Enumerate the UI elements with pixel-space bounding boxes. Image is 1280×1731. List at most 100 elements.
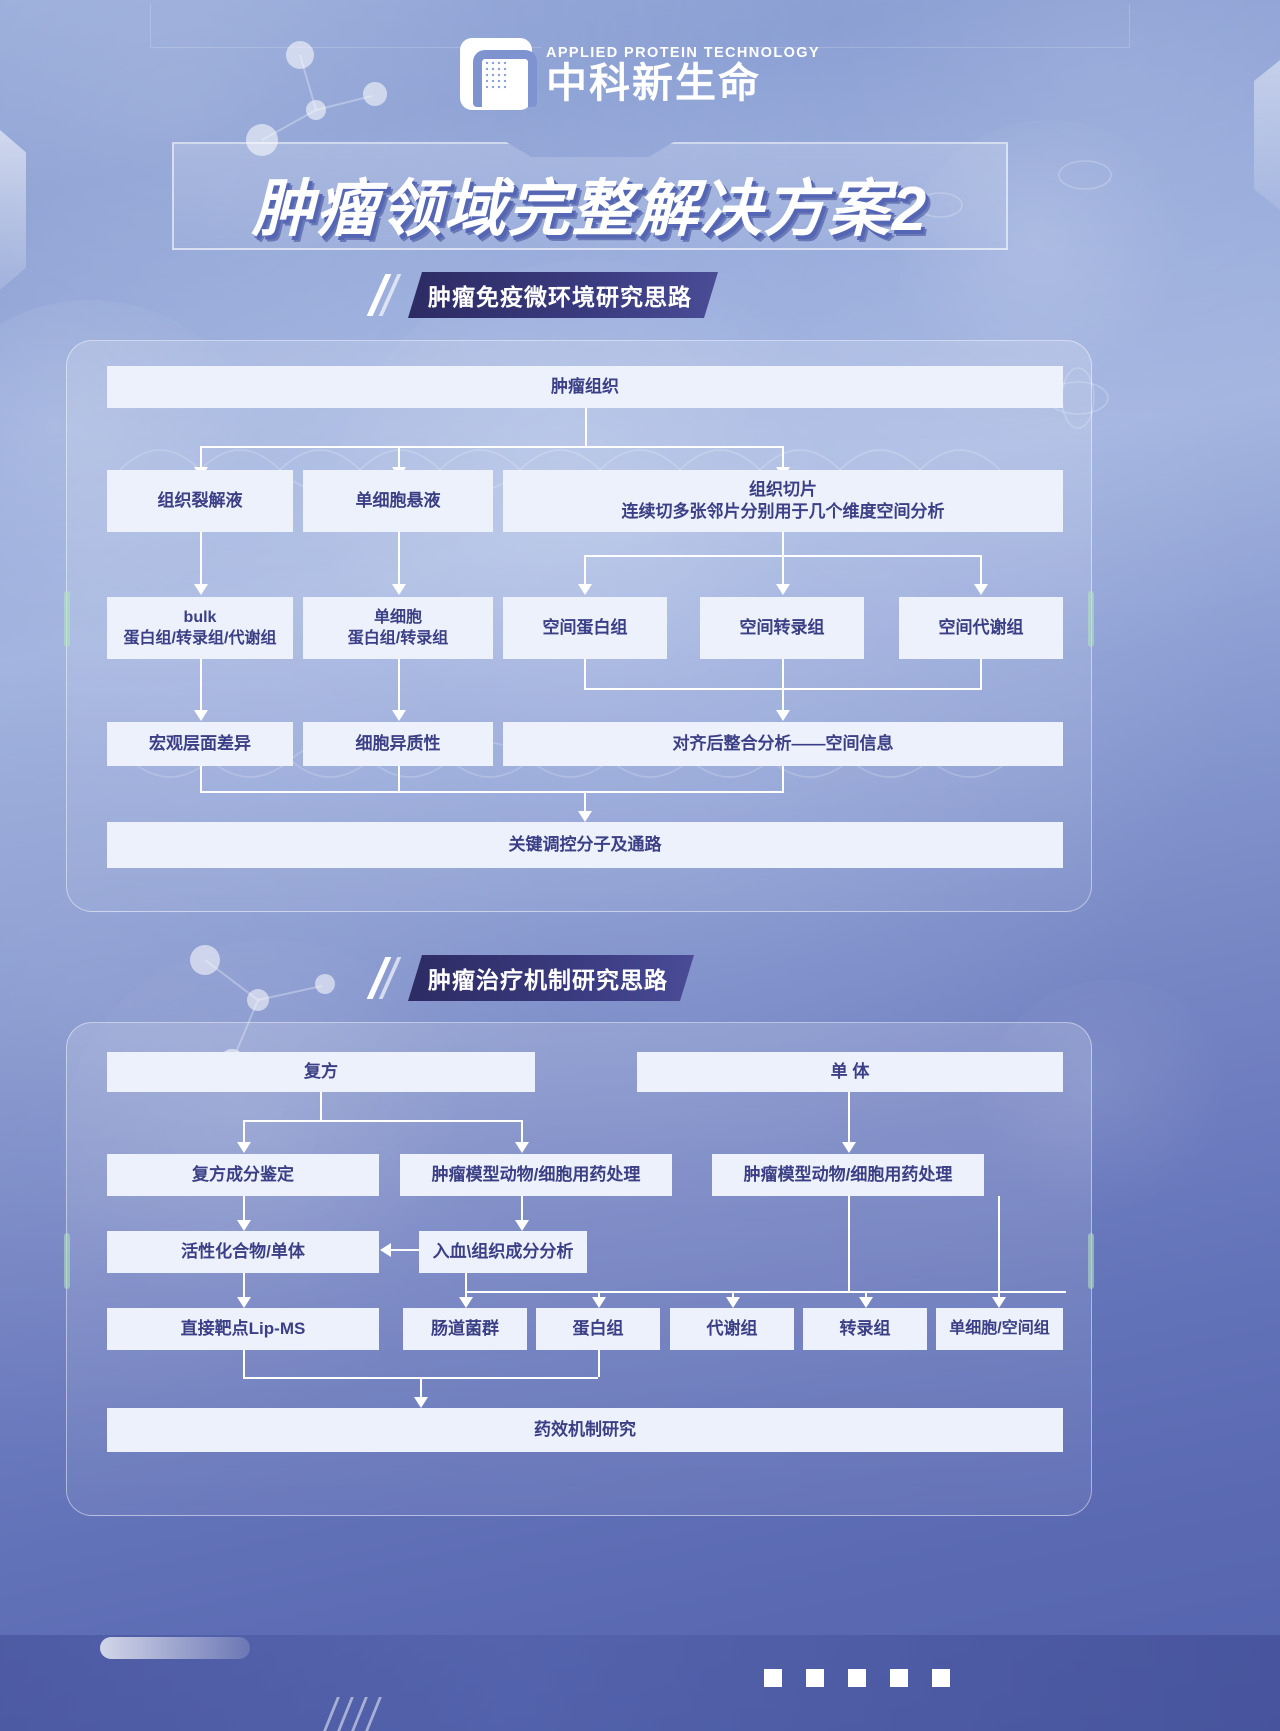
flow-box-key-pathways: 关键调控分子及通路 — [107, 822, 1063, 868]
flow-box-proteome: 蛋白组 — [536, 1308, 660, 1350]
connector — [465, 1291, 467, 1299]
connector — [848, 1092, 850, 1144]
flow-box-label: 单细胞悬液 — [355, 490, 441, 510]
flow-box-drug-mechanism: 药效机制研究 — [107, 1408, 1063, 1452]
flow-box-label: 空间转录组 — [739, 617, 825, 637]
arrow-down-icon — [194, 710, 208, 721]
dot — [890, 1669, 908, 1687]
section-header-1-label: 肿瘤免疫微环境研究思路 — [408, 272, 718, 318]
arrow-down-icon — [237, 1297, 251, 1308]
connector — [465, 1291, 1066, 1293]
flow-box-cell-heterogeneity: 细胞异质性 — [303, 722, 493, 766]
connector — [391, 1249, 419, 1251]
flow-box-label: 单 体 — [830, 1061, 870, 1081]
flow-box-label: 单细胞 — [373, 608, 422, 626]
flow-box-active-compound: 活性化合物/单体 — [107, 1231, 379, 1273]
connector — [398, 658, 400, 712]
flow-box-integrated-analysis: 对齐后整合分析——空间信息 — [503, 722, 1063, 766]
flow-box-sublabel: 蛋白组/转录组 — [347, 630, 449, 647]
flow-box-label: 空间蛋白组 — [542, 617, 628, 637]
arrow-down-icon — [237, 1142, 251, 1153]
connector — [782, 555, 784, 586]
flow-box-label: 宏观层面差异 — [149, 733, 251, 753]
flow-box-label: 肿瘤模型动物/细胞用药处理 — [431, 1164, 641, 1184]
section-header-2-label: 肿瘤治疗机制研究思路 — [408, 955, 694, 1001]
arrow-down-icon — [776, 710, 790, 721]
flow-box-root: 肿瘤组织 — [107, 366, 1063, 408]
connector — [200, 446, 202, 469]
connector — [848, 1196, 850, 1291]
flow-box-spatial-metabolome: 空间代谢组 — [899, 597, 1063, 659]
arrow-down-icon — [974, 584, 988, 595]
connector — [243, 1350, 245, 1377]
connector — [243, 1120, 245, 1144]
flow-box-label: 肠道菌群 — [431, 1318, 499, 1338]
logo-dot-grid — [483, 60, 510, 90]
flow-box-metabolome: 代谢组 — [670, 1308, 794, 1350]
connector — [243, 1120, 523, 1122]
page-title-text: 肿瘤领域完整解决方案2 — [251, 175, 929, 244]
bottom-pill-decor — [100, 1637, 250, 1659]
corner-decor-left — [0, 130, 26, 290]
connector — [584, 555, 586, 586]
connector — [782, 766, 784, 791]
arrow-down-icon — [859, 1297, 873, 1308]
flow-box-single-cell-omics: 单细胞 蛋白组/转录组 — [303, 597, 493, 659]
flow-box-label: bulk — [183, 608, 217, 626]
flow-box-formula-identification: 复方成分鉴定 — [107, 1154, 379, 1196]
connector — [998, 1291, 1000, 1299]
flow-box-label: 肿瘤组织 — [551, 376, 619, 396]
flow-box-macro-difference: 宏观层面差异 — [107, 722, 293, 766]
arrow-down-icon — [726, 1297, 740, 1308]
arrow-down-icon — [515, 1220, 529, 1231]
bottom-dots-decor — [764, 1669, 950, 1687]
arrow-down-icon — [392, 584, 406, 595]
flow-box-direct-target-lipms: 直接靶点Lip-MS — [107, 1308, 379, 1350]
section-header-1: 肿瘤免疫微环境研究思路 — [366, 272, 718, 318]
connector — [521, 1120, 523, 1144]
connector — [598, 1291, 600, 1299]
connector — [585, 407, 587, 447]
connector — [782, 658, 784, 712]
bottom-slash-decor — [323, 1691, 450, 1731]
flow-box-label: 转录组 — [839, 1318, 891, 1338]
panel-accent-right — [1088, 1233, 1094, 1289]
page-title: 肿瘤领域完整解决方案2 — [172, 142, 1008, 250]
arrow-down-icon — [776, 584, 790, 595]
flow-box-tumor-model-treatment-b: 肿瘤模型动物/细胞用药处理 — [712, 1154, 984, 1196]
connector — [243, 1273, 245, 1299]
flow-box-spatial-transcriptome: 空间转录组 — [700, 597, 864, 659]
connector — [200, 766, 202, 791]
flow-box-label: 组织切片 — [749, 479, 817, 499]
panel-accent-left — [64, 591, 70, 647]
connector — [243, 1196, 245, 1222]
flow-box-label: 复方 — [304, 1061, 338, 1081]
flow-box-label: 关键调控分子及通路 — [508, 834, 662, 854]
brand-chinese-name: 中科新生命 — [545, 59, 761, 106]
connector — [398, 766, 400, 791]
dot — [806, 1669, 824, 1687]
flow-box-label: 药效机制研究 — [534, 1419, 636, 1439]
connector — [980, 555, 982, 586]
flow-box-label: 活性化合物/单体 — [181, 1241, 305, 1261]
flow-box-sublabel: 蛋白组/转录组/代谢组 — [123, 630, 277, 647]
flow-box-label: 组织裂解液 — [157, 490, 243, 510]
connector — [398, 531, 400, 586]
arrow-down-icon — [592, 1297, 606, 1308]
connector — [584, 658, 586, 688]
connector — [998, 1196, 1000, 1291]
connector — [598, 1350, 600, 1377]
corner-decor-right — [1254, 60, 1280, 210]
connector — [782, 446, 784, 469]
protein-chip-logo-icon — [459, 38, 537, 110]
connector — [521, 1196, 523, 1222]
bg-bubble — [980, 980, 1240, 1240]
flow-box-blood-tissue-analysis: 入血\组织成分分析 — [419, 1231, 587, 1273]
flow-box-tissue-section: 组织切片 连续切多张邻片分别用于几个维度空间分析 — [503, 470, 1063, 532]
arrow-down-icon — [392, 710, 406, 721]
flow-box-label: 复方成分鉴定 — [192, 1164, 294, 1184]
flow-box-label: 对齐后整合分析——空间信息 — [672, 733, 894, 753]
connector — [320, 1092, 322, 1120]
bg-bubble — [60, 940, 480, 1360]
flow-box-gut-microbiome: 肠道菌群 — [403, 1308, 527, 1350]
